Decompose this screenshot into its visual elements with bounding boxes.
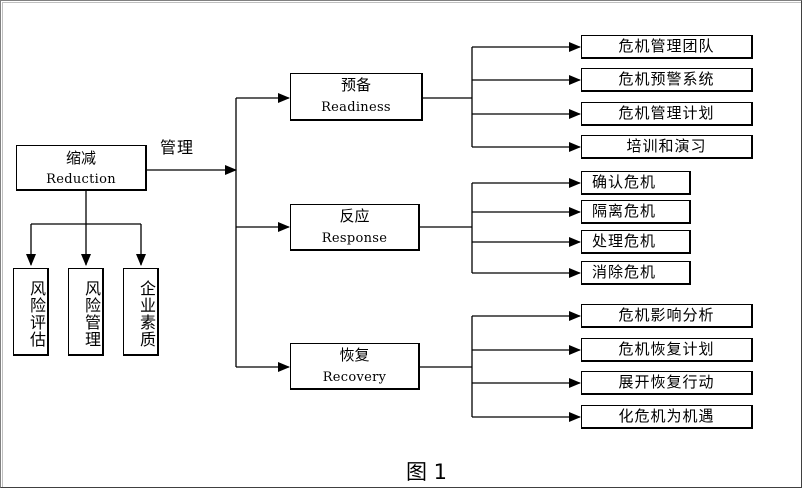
recovery-zh: 恢复 <box>339 346 370 364</box>
leaf-confirm-crisis: 确认危机 <box>581 171 691 195</box>
leaf-isolate-crisis: 隔离危机 <box>581 200 691 224</box>
recovery-node: 恢复 Recovery <box>290 343 420 390</box>
leaf-handle-crisis: 处理危机 <box>581 230 691 254</box>
leaf-eliminate-crisis: 消除危机 <box>581 261 691 285</box>
leaf-recovery-action: 展开恢复行动 <box>581 371 753 395</box>
readiness-node: 预备 Readiness <box>290 73 423 121</box>
leaf-training-drills: 培训和演习 <box>581 135 753 159</box>
recovery-en: Recovery <box>322 370 387 385</box>
sub-item-risk-assessment: 风险评估 <box>13 268 49 356</box>
leaf-crisis-warning-system: 危机预警系统 <box>581 68 753 92</box>
response-node: 反应 Response <box>290 204 420 251</box>
reduction-zh: 缩减 <box>65 149 96 167</box>
readiness-zh: 预备 <box>340 76 371 94</box>
sub-item-enterprise-quality: 企业素质 <box>123 268 159 356</box>
leaf-crisis-team: 危机管理团队 <box>581 35 753 59</box>
readiness-en: Readiness <box>321 100 391 115</box>
manage-edge-label: 管理 <box>160 138 195 157</box>
response-zh: 反应 <box>339 207 370 225</box>
reduction-en: Reduction <box>46 172 116 187</box>
leaf-recovery-plan: 危机恢复计划 <box>581 338 753 362</box>
figure-caption: 图 1 <box>406 460 448 484</box>
reduction-node: 缩减 Reduction <box>16 145 147 191</box>
response-en: Response <box>321 231 388 246</box>
leaf-impact-analysis: 危机影响分析 <box>581 304 753 328</box>
leaf-crisis-management-plan: 危机管理计划 <box>581 102 753 126</box>
sub-item-risk-management: 风险管理 <box>68 268 104 356</box>
leaf-turn-crisis-opportunity: 化危机为机遇 <box>581 405 753 429</box>
